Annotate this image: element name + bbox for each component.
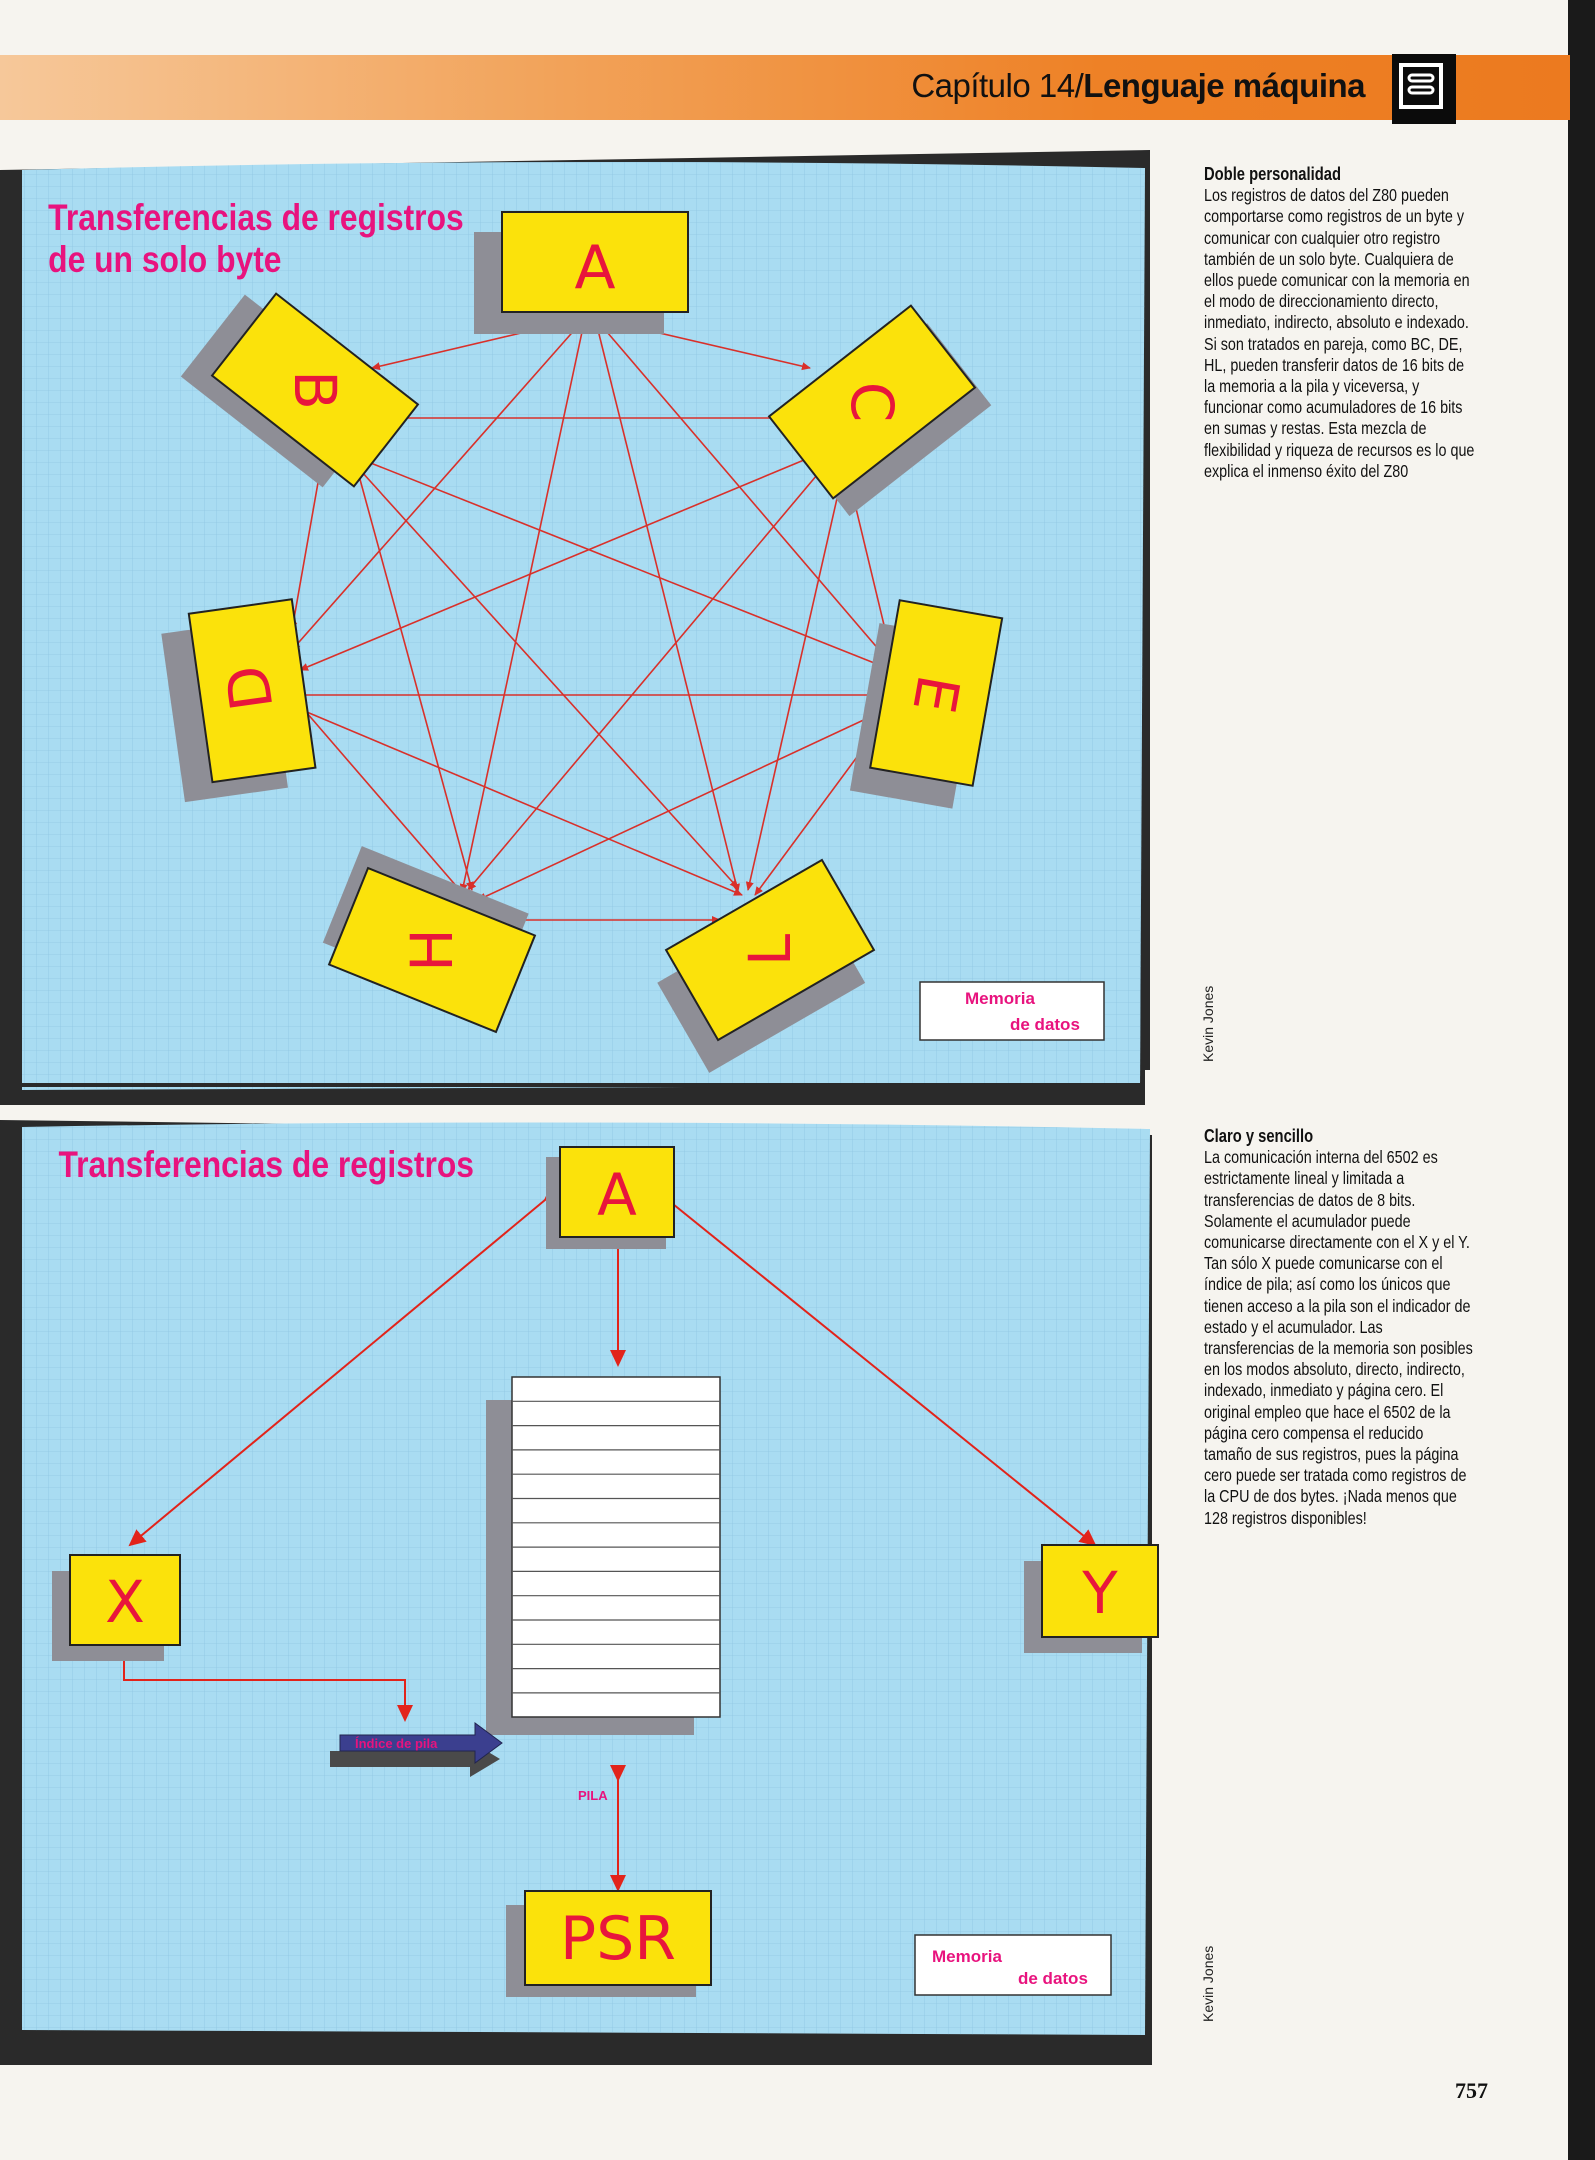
6502-register-diagram: Transferencias de registros A X Y (0, 1115, 1160, 2070)
sidebar-6502: Claro y sencillo La comunicación interna… (1204, 1126, 1473, 1529)
6502-register-psr: PSR (506, 1890, 712, 1997)
register-b-label: B (281, 370, 349, 410)
z80-register-l: L (657, 858, 876, 1073)
chapter-number: Capítulo 14/ (911, 67, 1084, 104)
sidebar-6502-body: La comunicación interna del 6502 es estr… (1204, 1147, 1473, 1528)
6502-register-y: Y (1024, 1544, 1159, 1653)
sidebar-z80: Doble personalidad Los registros de dato… (1204, 164, 1474, 482)
z80-register-h: H (322, 846, 537, 1034)
legend-line2: de datos (1010, 1015, 1080, 1034)
page-edge (1568, 0, 1595, 2160)
stack-pointer-arrow: Índice de pila (330, 1722, 503, 1777)
6502-stack: PILA (486, 1376, 721, 1803)
sidebar-z80-body: Los registros de datos del Z80 pueden co… (1204, 185, 1475, 481)
chapter-title: Capítulo 14/Lenguaje máquina (911, 67, 1365, 105)
legend-line1: Memoria (932, 1947, 1002, 1966)
page-number: 757 (1455, 2078, 1488, 2103)
6502-title: Transferencias de registros (58, 1145, 474, 1186)
illustrator-credit-bottom: Kevin Jones (1200, 1945, 1216, 2022)
register-l-label: L (736, 934, 804, 966)
illustrator-credit-top: Kevin Jones (1200, 985, 1216, 1062)
legend-line2: de datos (1018, 1969, 1088, 1988)
z80-register-c: C (767, 304, 992, 517)
sidebar-z80-heading: Doble personalidad (1204, 164, 1341, 184)
register-psr-label: PSR (560, 1904, 676, 1974)
z80-title-line1: Transferencias de registros (48, 198, 464, 239)
sidebar-6502-heading: Claro y sencillo (1204, 1126, 1314, 1146)
z80-register-b: B (180, 292, 420, 488)
legend-line1: Memoria (965, 989, 1035, 1008)
6502-register-x: X (52, 1554, 181, 1661)
stack-label: PILA (578, 1788, 608, 1803)
register-a-label: A (597, 1161, 637, 1229)
z80-memory-legend: Memoria de datos (919, 981, 1105, 1041)
z80-register-d: D (161, 598, 317, 803)
z80-title-line2: de un solo byte (48, 240, 281, 281)
chapter-icon (1392, 54, 1456, 124)
stack-pointer-label: Índice de pila (355, 1736, 438, 1751)
register-d-label: D (213, 661, 287, 715)
6502-register-a: A (546, 1146, 675, 1249)
z80-register-a: A (474, 211, 689, 334)
register-a-label: A (574, 233, 615, 303)
z80-register-diagram: Transferencias de registros de un solo b… (0, 150, 1160, 1110)
chapter-name: Lenguaje máquina (1083, 67, 1365, 104)
6502-memory-legend: Memoria de datos (914, 1934, 1112, 1996)
register-x-label: X (105, 1568, 145, 1636)
z80-register-e: E (849, 599, 1004, 809)
chapter-header-band (0, 55, 1570, 120)
z80-transfer-arrows (289, 309, 896, 924)
register-y-label: Y (1081, 1559, 1118, 1627)
register-h-label: H (398, 928, 466, 972)
register-c-label: C (838, 382, 906, 423)
